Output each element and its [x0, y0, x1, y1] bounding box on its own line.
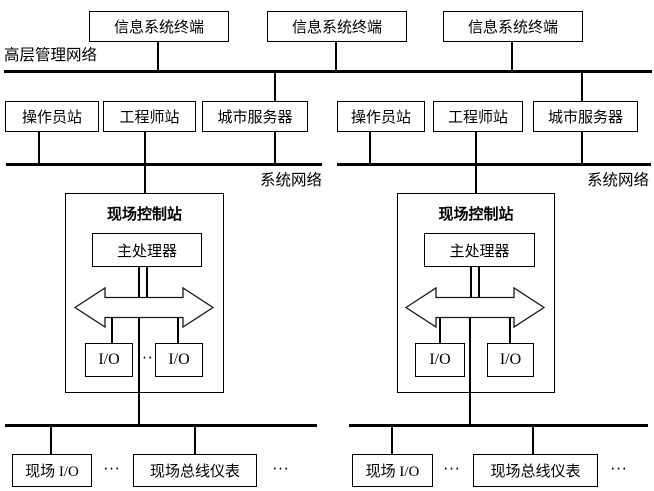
connector-line [111, 316, 113, 344]
info-terminal-box-3: 信息系统终端 [443, 11, 583, 42]
system-network-bus-left [6, 163, 322, 166]
connector-line [50, 426, 52, 455]
connector-line [274, 72, 276, 102]
connector-line [194, 426, 196, 455]
connector-line [138, 316, 140, 427]
main-processor-box-right: 主处理器 [424, 233, 535, 267]
io-module-box: I/O [415, 343, 465, 377]
connector-line [478, 266, 480, 297]
management-network-label: 高层管理网络 [4, 47, 98, 64]
connector-line [469, 316, 471, 427]
bidirectional-bus-arrow-left [73, 286, 215, 329]
operator-station-box-left: 操作员站 [5, 101, 99, 132]
connector-line [274, 131, 276, 164]
io-module-box: I/O [487, 343, 534, 377]
connector-line [38, 131, 40, 164]
connector-line [157, 42, 159, 71]
connector-line [475, 165, 477, 194]
connector-line [138, 266, 140, 297]
system-network-bus-right [337, 163, 651, 166]
city-server-box-right: 城市服务器 [533, 101, 638, 132]
field-bus-left [5, 424, 317, 427]
ellipsis: ··· [103, 460, 121, 478]
city-server-box-left: 城市服务器 [202, 101, 308, 132]
ellipsis: ··· [272, 460, 290, 478]
system-network-label-right: 系统网络 [586, 172, 649, 189]
ellipsis: ··· [443, 460, 461, 478]
info-terminal-box-1: 信息系统终端 [89, 11, 229, 42]
bidirectional-bus-arrow-right [404, 286, 546, 329]
io-module-box: I/O [155, 343, 203, 377]
control-station-title: 现场控制站 [438, 207, 514, 223]
io-ellipsis: ··· [136, 349, 154, 367]
connector-line [369, 131, 371, 164]
engineer-station-box-right: 工程师站 [433, 101, 523, 132]
system-network-label-left: 系统网络 [259, 172, 322, 189]
info-terminal-box-2: 信息系统终端 [267, 11, 407, 42]
control-station-title: 现场控制站 [106, 207, 182, 223]
connector-line [581, 131, 583, 164]
engineer-station-box-left: 工程师站 [103, 101, 196, 132]
ellipsis: ··· [610, 460, 628, 478]
main-processor-box-left: 主处理器 [92, 233, 202, 267]
connector-line [509, 316, 511, 344]
field-bus-right [349, 424, 648, 427]
connector-line [439, 316, 441, 344]
connector-line [177, 316, 179, 344]
connector-line [335, 42, 337, 71]
field-io-box-right: 现场 I/O [352, 454, 433, 487]
connector-line [532, 426, 534, 455]
fieldbus-instrument-box-right: 现场总线仪表 [473, 454, 598, 487]
connector-line [146, 266, 148, 297]
field-io-box-left: 现场 I/O [12, 454, 92, 487]
connector-line [511, 42, 513, 71]
connector-line [144, 131, 146, 164]
connector-line [581, 72, 583, 102]
io-module-box: I/O [85, 343, 133, 377]
connector-line [144, 165, 146, 194]
connector-line [391, 426, 393, 455]
connector-line [470, 266, 472, 297]
fieldbus-instrument-box-left: 现场总线仪表 [133, 454, 257, 487]
connector-line [475, 131, 477, 164]
operator-station-box-right: 操作员站 [337, 101, 425, 132]
management-network-bus [4, 70, 652, 73]
